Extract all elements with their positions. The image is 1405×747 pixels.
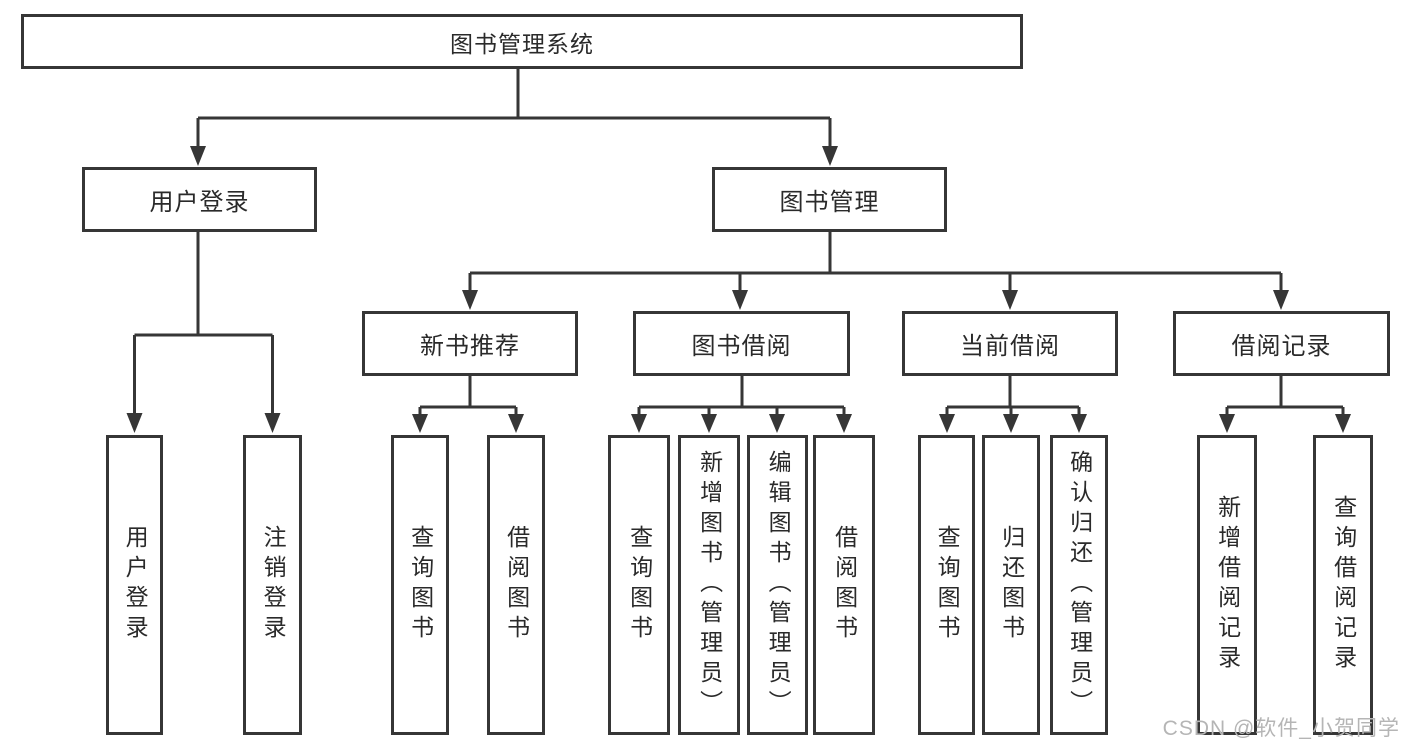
leaf-borrow-books: 借阅图书 — [813, 435, 875, 735]
node-borrow-records: 借阅记录 — [1173, 311, 1390, 376]
node-borrow-records-label: 借阅记录 — [1231, 333, 1332, 360]
node-book-management: 图书管理 — [712, 167, 947, 232]
leaf-user-login: 用户登录 — [106, 435, 163, 735]
leaf-add-borrow-record-label: 新增借阅记录 — [1214, 495, 1241, 675]
leaf-edit-book-admin: 编辑图书（管理员） — [747, 435, 808, 735]
leaf-query-books-borrow-label: 查询图书 — [626, 525, 653, 645]
node-library-system-label: 图书管理系统 — [450, 30, 594, 57]
leaf-edit-book-admin-label: 编辑图书（管理员） — [765, 450, 792, 720]
node-current-borrow-label: 当前借阅 — [960, 333, 1060, 360]
leaf-logout: 注销登录 — [243, 435, 302, 735]
leaf-query-books-borrow: 查询图书 — [608, 435, 670, 735]
leaf-borrow-books-label: 借阅图书 — [831, 525, 858, 645]
leaf-query-borrow-record: 查询借阅记录 — [1313, 435, 1373, 735]
leaf-user-login-label: 用户登录 — [122, 525, 149, 645]
node-new-book-recommend-label: 新书推荐 — [420, 333, 520, 360]
node-book-borrow-label: 图书借阅 — [691, 333, 792, 360]
leaf-return-book: 归还图书 — [982, 435, 1040, 735]
node-book-borrow: 图书借阅 — [633, 311, 850, 376]
node-library-system: 图书管理系统 — [21, 14, 1023, 69]
leaf-return-book-label: 归还图书 — [998, 525, 1025, 645]
leaf-confirm-return-admin: 确认归还（管理员） — [1050, 435, 1108, 735]
leaf-query-books-recommend: 查询图书 — [391, 435, 449, 735]
leaf-add-book-admin: 新增图书（管理员） — [678, 435, 740, 735]
node-new-book-recommend: 新书推荐 — [362, 311, 578, 376]
node-book-management-label: 图书管理 — [779, 189, 880, 216]
leaf-add-borrow-record: 新增借阅记录 — [1197, 435, 1257, 735]
leaf-logout-label: 注销登录 — [260, 525, 287, 645]
leaf-query-books-current-label: 查询图书 — [934, 525, 961, 645]
node-user-login: 用户登录 — [82, 167, 317, 232]
leaf-borrow-books-recommend-label: 借阅图书 — [503, 525, 530, 645]
leaf-add-book-admin-label: 新增图书（管理员） — [696, 450, 723, 720]
leaf-confirm-return-admin-label: 确认归还（管理员） — [1066, 450, 1093, 720]
leaf-borrow-books-recommend: 借阅图书 — [487, 435, 545, 735]
leaf-query-books-current: 查询图书 — [918, 435, 975, 735]
leaf-query-borrow-record-label: 查询借阅记录 — [1330, 495, 1357, 675]
node-current-borrow: 当前借阅 — [902, 311, 1118, 376]
leaf-query-books-recommend-label: 查询图书 — [407, 525, 434, 645]
node-user-login-label: 用户登录 — [149, 189, 250, 216]
